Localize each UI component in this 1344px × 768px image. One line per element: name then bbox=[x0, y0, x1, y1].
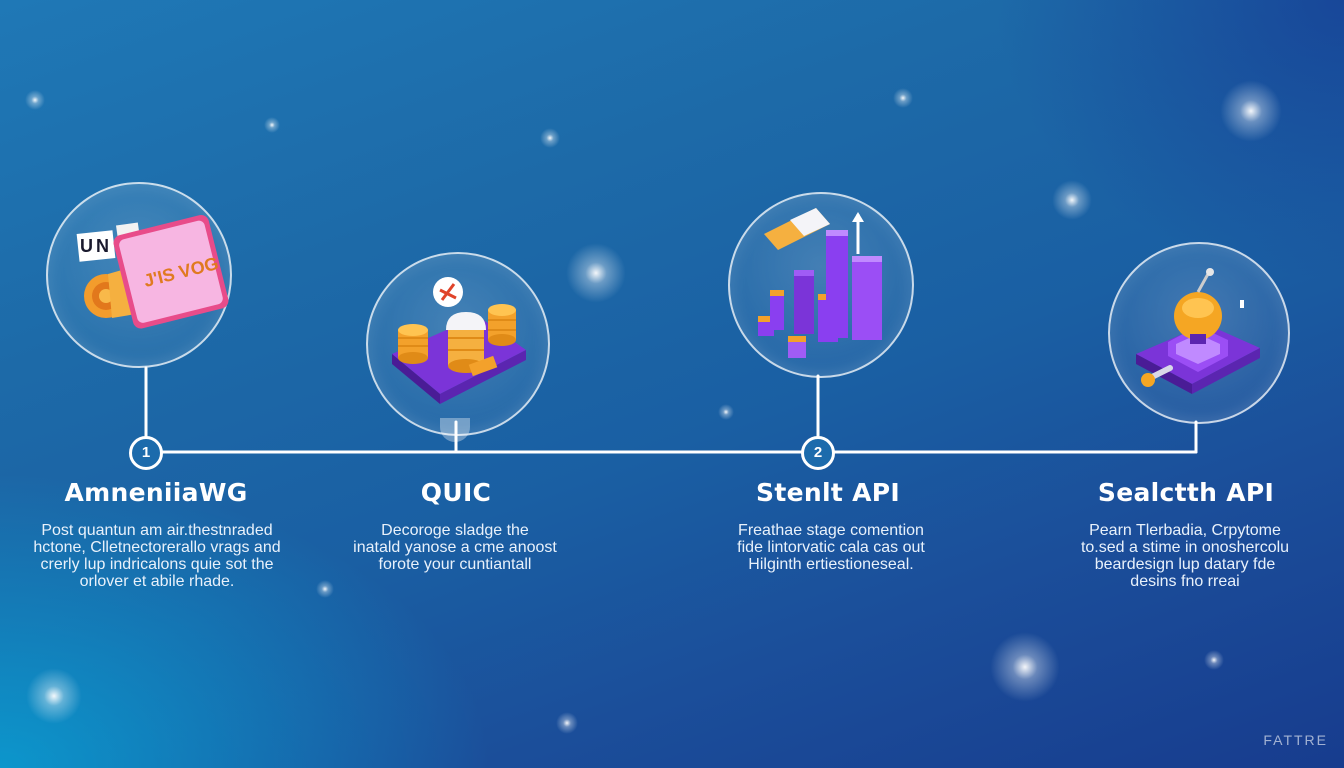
step-node-1: U N J'IS VOG bbox=[46, 182, 232, 368]
bokeh-dot bbox=[990, 632, 1060, 702]
step-description-3: Freathae stage comention fide lintorvati… bbox=[686, 522, 976, 573]
step-description-1: Post quantun am air.thestnraded hctone, … bbox=[12, 522, 302, 590]
description-line: inatald yanose a cme anoost bbox=[353, 539, 557, 556]
description-line: Post quantun am air.thestnraded bbox=[41, 522, 273, 539]
step-title-2: QUIC bbox=[420, 478, 492, 507]
coin-platform-icon bbox=[392, 277, 526, 404]
step-number-badge-1: 1 bbox=[129, 436, 163, 470]
watermark-text: FATTRE bbox=[1263, 732, 1328, 748]
description-line: desins fno rreai bbox=[1130, 573, 1240, 590]
description-line: forote your cuntiantall bbox=[378, 556, 532, 573]
hub-device-icon bbox=[1136, 268, 1260, 394]
svg-text:N: N bbox=[96, 236, 109, 256]
description-line: beardesign lup datary fde bbox=[1094, 556, 1276, 573]
description-line: fide lintorvatic cala cas out bbox=[737, 539, 925, 556]
bokeh-dot bbox=[25, 90, 45, 110]
bokeh-dot bbox=[1204, 650, 1224, 670]
bokeh-dot bbox=[718, 404, 734, 420]
bokeh-dot bbox=[1220, 80, 1282, 142]
bokeh-dot bbox=[1052, 180, 1092, 220]
step-title-1: AmneniiaWG bbox=[64, 478, 248, 507]
bokeh-dot bbox=[26, 668, 82, 724]
description-line: Pearn Tlerbadia, Crpytome bbox=[1089, 522, 1281, 539]
bokeh-dot bbox=[316, 580, 334, 598]
step-title-4: Sealctth API bbox=[1097, 478, 1275, 507]
step-description-2: Decoroge sladge the inatald yanose a cme… bbox=[310, 522, 600, 573]
step-node-2-anchor bbox=[440, 418, 470, 442]
bar-growth-icon bbox=[758, 208, 882, 358]
bokeh-dot bbox=[540, 128, 560, 148]
step-node-2 bbox=[366, 252, 550, 436]
bokeh-dot bbox=[556, 712, 578, 734]
step-node-4 bbox=[1108, 242, 1290, 424]
step-node-3 bbox=[728, 192, 914, 378]
description-line: orlover et abile rhade. bbox=[79, 573, 235, 590]
description-line: Freathae stage comention bbox=[738, 522, 924, 539]
description-line: crerly lup indricalons quie sot the bbox=[40, 556, 274, 573]
step-number-badge-3: 2 bbox=[801, 436, 835, 470]
bokeh-dot bbox=[264, 117, 280, 133]
description-line: Hilginth ertiestioneseal. bbox=[748, 556, 914, 573]
description-line: hctone, Clletnectorerallo vrags and bbox=[33, 539, 281, 556]
description-line: to.sed a stime in onoshercolu bbox=[1080, 539, 1290, 556]
description-line: Decoroge sladge the bbox=[381, 522, 529, 539]
bokeh-dot bbox=[893, 88, 913, 108]
step-description-4: Pearn Tlerbadia, Crpytome to.sed a stime… bbox=[1040, 522, 1330, 590]
vpn-screen-icon: U N bbox=[76, 215, 229, 329]
bokeh-dot bbox=[566, 243, 626, 303]
svg-text:U: U bbox=[80, 236, 93, 256]
step-title-3: Stenlt API bbox=[756, 478, 900, 507]
